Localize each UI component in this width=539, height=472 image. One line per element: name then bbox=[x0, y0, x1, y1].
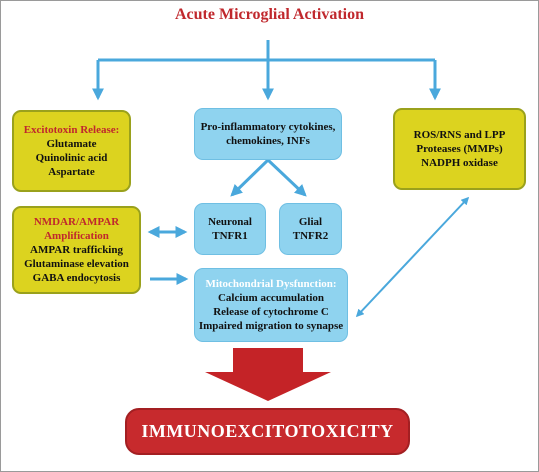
big-down-arrow bbox=[205, 348, 331, 401]
cytokines-line: chemokines, INFs bbox=[226, 135, 310, 147]
ros-line: ROS/RNS and LPP bbox=[413, 129, 506, 141]
top-bracket-arrows bbox=[92, 40, 441, 101]
excitotoxin-item: Glutamate bbox=[46, 138, 97, 150]
diagram-title: Acute Microglial Activation bbox=[175, 6, 364, 23]
glial-line: Glial bbox=[298, 216, 323, 228]
outcome-label: IMMUNOEXCITOTOXICITY bbox=[141, 421, 394, 441]
nmdar-ampar-box: NMDAR/AMPAR Amplification AMPAR traffick… bbox=[12, 206, 141, 294]
nmdar-item: GABA endocytosis bbox=[32, 272, 121, 284]
mito-item: Release of cytochrome C bbox=[213, 306, 329, 318]
neuronal-tnfr1-box: Neuronal TNFR1 bbox=[194, 203, 266, 255]
cytokine-branch-arrows bbox=[230, 158, 307, 197]
nmdar-heading: Amplification bbox=[44, 230, 109, 242]
cytokines-box: Pro-inflammatory cytokines, chemokines, … bbox=[194, 108, 342, 160]
ros-line: NADPH oxidase bbox=[421, 157, 498, 169]
ros-rns-box: ROS/RNS and LPP Proteases (MMPs) NADPH o… bbox=[393, 108, 526, 190]
excitotoxin-item: Quinolinic acid bbox=[35, 152, 108, 164]
ros-mito-double-arrow bbox=[355, 196, 470, 318]
glial-tnfr2-box: Glial TNFR2 bbox=[279, 203, 342, 255]
mito-item: Calcium accumulation bbox=[217, 292, 325, 304]
mitochondrial-dysfunction-box: Mitochondrial Dysfunction: Calcium accum… bbox=[194, 268, 348, 342]
neuronal-line: Neuronal bbox=[208, 216, 252, 228]
excitotoxin-heading: Excitotoxin Release: bbox=[23, 124, 120, 136]
mito-heading: Mitochondrial Dysfunction: bbox=[205, 278, 337, 290]
nmdar-heading: NMDAR/AMPAR bbox=[33, 216, 120, 228]
neuronal-line: TNFR1 bbox=[212, 230, 248, 242]
mito-item: Impaired migration to synapse bbox=[198, 320, 344, 332]
immunoexcitotoxicity-box: IMMUNOEXCITOTOXICITY bbox=[125, 408, 410, 455]
nmdar-item: Glutaminase elevation bbox=[24, 258, 129, 270]
glial-line: TNFR2 bbox=[292, 230, 329, 242]
ros-line: Proteases (MMPs) bbox=[416, 143, 503, 155]
excitotoxin-item: Aspartate bbox=[48, 166, 95, 178]
cytokines-line: Pro-inflammatory cytokines, bbox=[200, 121, 336, 133]
excitotoxin-release-box: Excitotoxin Release: Glutamate Quinolini… bbox=[12, 110, 131, 192]
nmdar-item: AMPAR trafficking bbox=[30, 244, 123, 256]
